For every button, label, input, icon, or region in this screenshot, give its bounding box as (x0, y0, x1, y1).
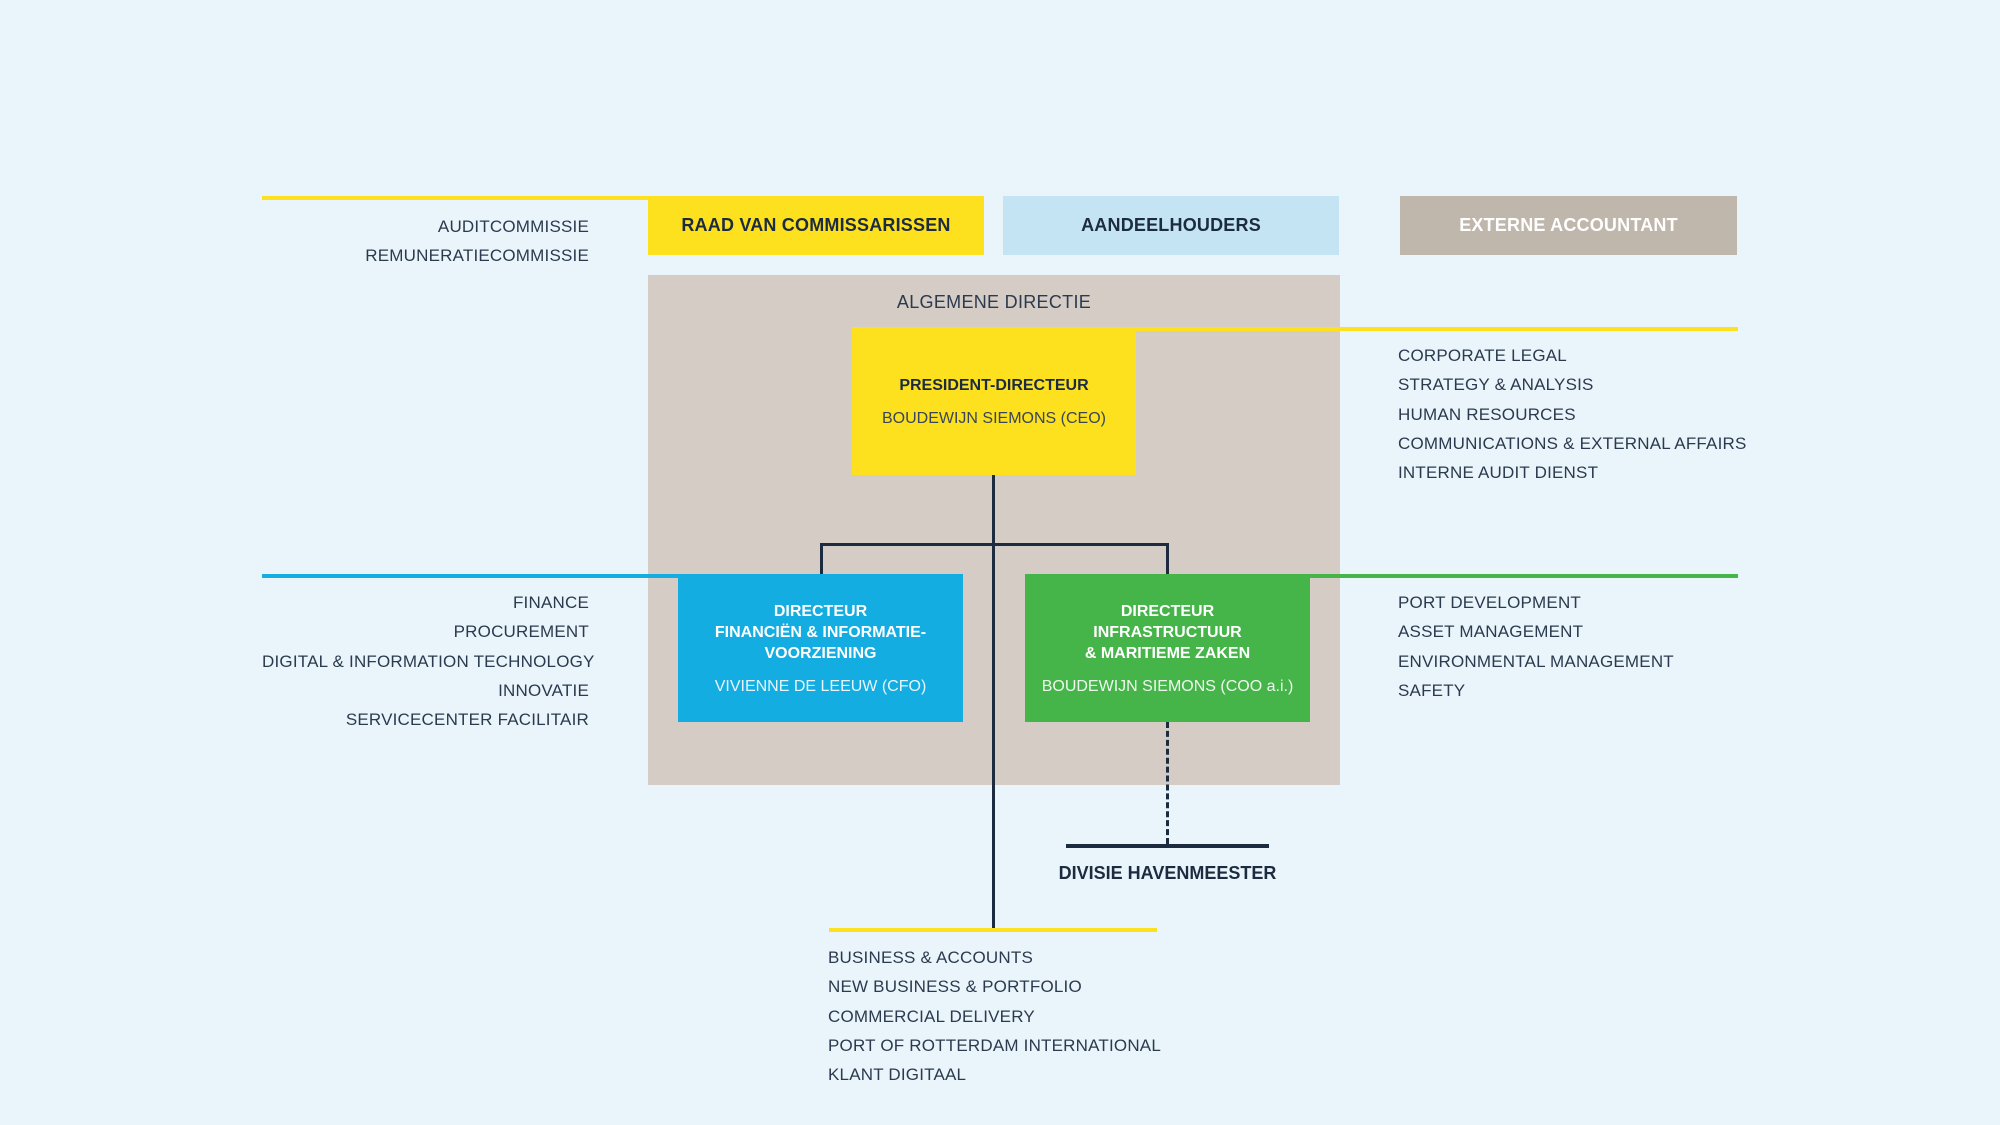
president-directeur-box[interactable]: PRESIDENT-DIRECTEUR BOUDEWIJN SIEMONS (C… (852, 327, 1136, 475)
list-item: KLANT DIGITAAL (828, 1065, 967, 1085)
havenmeester-dashed-connector (1166, 722, 1169, 844)
president-directeur-title: PRESIDENT-DIRECTEUR (899, 376, 1089, 394)
list-item: INNOVATIE (498, 680, 589, 700)
list-item: FINANCE (512, 593, 589, 612)
coo-directeur-box[interactable]: DIRECTEUR INFRASTRUCTUUR & MARITIEME ZAK… (1025, 574, 1310, 722)
list-item: BUSINESS & ACCOUNTS (828, 948, 1034, 967)
coo-units-list: PORT DEVELOPMENT ASSET MANAGEMENT ENVIRO… (1398, 588, 1674, 705)
aandeelhouders-label: AANDEELHOUDERS (1081, 215, 1261, 235)
externe-accountant-label: EXTERNE ACCOUNTANT (1459, 215, 1678, 235)
coo-title-line-2: INFRASTRUCTUUR (1093, 623, 1242, 641)
list-item: NEW BUSINESS & PORTFOLIO (828, 977, 1082, 997)
cfo-title-line-2: FINANCIËN & INFORMATIE- (714, 623, 927, 641)
list-item: SERVICECENTER FACILITAIR (345, 710, 589, 730)
aandeelhouders-box[interactable]: AANDEELHOUDERS (1003, 196, 1339, 255)
list-item: COMMUNICATIONS & EXTERNAL AFFAIRS (1398, 433, 1747, 453)
cfo-units-list: FINANCE PROCUREMENT DIGITAL & INFORMATIO… (262, 588, 595, 734)
list-item: STRATEGY & ANALYSIS (1398, 375, 1594, 395)
coo-title-line-3: & MARITIEME ZAKEN (1084, 644, 1251, 662)
ceo-units-yellow-rule (1136, 327, 1738, 331)
commissies-yellow-rule (262, 196, 648, 200)
list-item: ASSET MANAGEMENT (1398, 622, 1584, 642)
havenmeester-navy-rule (1066, 844, 1269, 848)
list-item: COMMERCIAL DELIVERY (828, 1006, 1035, 1026)
cfo-branch-drop (820, 543, 823, 574)
cfo-title-line-3: VOORZIENING (764, 644, 877, 662)
raad-van-commissarissen-label: RAAD VAN COMMISSARISSEN (681, 215, 951, 235)
algemene-directie-label: ALGEMENE DIRECTIE (896, 292, 1092, 312)
director-branch-line (820, 543, 1169, 546)
ceo-trunk-line (992, 475, 995, 930)
list-item: DIGITAL & INFORMATION TECHNOLOGY (262, 651, 595, 671)
cfo-directeur-box[interactable]: DIRECTEUR FINANCIËN & INFORMATIE- VOORZI… (678, 574, 963, 722)
list-item: PORT OF ROTTERDAM INTERNATIONAL (828, 1035, 1162, 1055)
coo-units-green-rule (1310, 574, 1738, 578)
list-item: REMUNERATIECOMMISSIE (365, 246, 589, 266)
list-item: HUMAN RESOURCES (1398, 404, 1576, 424)
coo-name: BOUDEWIJN SIEMONS (COO a.i.) (1041, 677, 1294, 695)
list-item: INTERNE AUDIT DIENST (1398, 463, 1599, 483)
commissies-list: AUDITCOMMISSIE REMUNERATIECOMMISSIE (262, 212, 589, 271)
cfo-units-cyan-rule (262, 574, 678, 578)
list-item: AUDITCOMMISSIE (437, 217, 589, 236)
list-item: PORT DEVELOPMENT (1398, 593, 1582, 612)
list-item: PROCUREMENT (453, 622, 589, 642)
president-directeur-name: BOUDEWIJN SIEMONS (CEO) (881, 409, 1106, 427)
divisie-havenmeester-label: DIVISIE HAVENMEESTER (1058, 863, 1277, 883)
coo-branch-drop (1166, 543, 1169, 574)
coo-title-line-1: DIRECTEUR (1120, 602, 1215, 620)
ceo-units-list: CORPORATE LEGAL STRATEGY & ANALYSIS HUMA… (1398, 341, 1747, 487)
externe-accountant-box[interactable]: EXTERNE ACCOUNTANT (1400, 196, 1737, 255)
list-item: CORPORATE LEGAL (1398, 346, 1567, 365)
commercial-units-list: BUSINESS & ACCOUNTS NEW BUSINESS & PORTF… (828, 943, 1161, 1089)
cfo-name: VIVIENNE DE LEEUW (CFO) (714, 677, 927, 695)
commercial-units-yellow-rule (829, 928, 1157, 932)
list-item: ENVIRONMENTAL MANAGEMENT (1398, 651, 1674, 671)
cfo-title-line-1: DIRECTEUR (773, 602, 868, 620)
raad-van-commissarissen-box[interactable]: RAAD VAN COMMISSARISSEN (648, 196, 984, 255)
list-item: SAFETY (1398, 680, 1466, 700)
